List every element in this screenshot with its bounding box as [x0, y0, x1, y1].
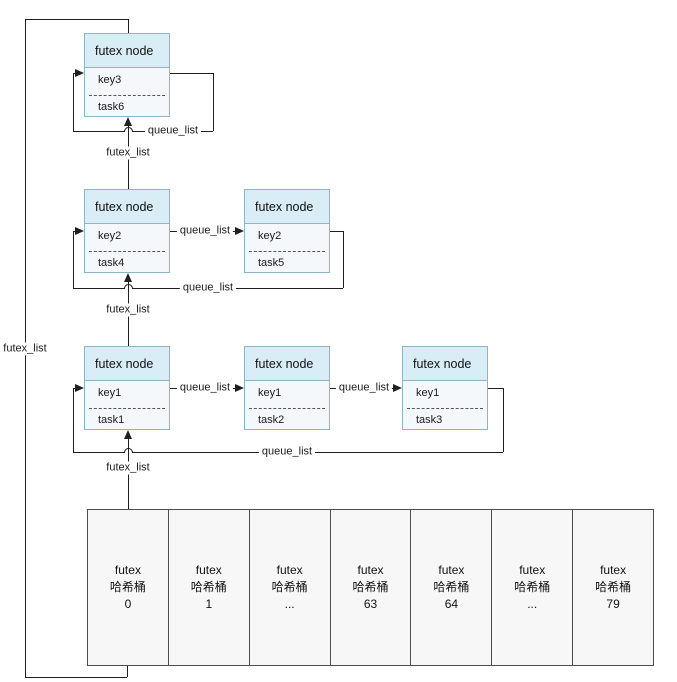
bucket-line: 哈希桶: [514, 580, 551, 594]
bucket-line: 哈希桶: [109, 580, 146, 594]
node-key: key1: [416, 387, 440, 399]
hash-bucket-cell: futex 哈希桶 1: [169, 510, 250, 665]
hash-bucket-cell: futex 哈希桶 ...: [492, 510, 574, 665]
arrowhead-right-icon: [75, 226, 84, 235]
connector-line: [128, 19, 129, 33]
futex-node: futex node key1 task3: [402, 346, 488, 430]
bucket-line: 哈希桶: [190, 580, 227, 594]
arrowhead-right-icon: [393, 383, 402, 392]
node-title: futex node: [85, 34, 169, 68]
connector-line: [330, 231, 343, 232]
bucket-index: 1: [205, 597, 213, 611]
connector-line: [25, 19, 128, 20]
connector-line: [25, 677, 127, 678]
futex-list-label: futex_list: [103, 303, 153, 317]
bucket-line: 哈希桶: [271, 580, 308, 594]
connector-line: [73, 231, 74, 288]
node-separator: [89, 95, 165, 96]
node-key: key2: [98, 230, 122, 242]
node-task: task3: [416, 414, 443, 426]
node-key: key1: [98, 387, 122, 399]
arrowhead-right-icon: [235, 226, 244, 235]
node-title: futex node: [245, 347, 329, 381]
futex-node: futex node key1 task2: [244, 346, 330, 430]
connector-line: [127, 665, 128, 677]
bucket-line: futex: [114, 563, 141, 577]
arrowhead-right-icon: [235, 383, 244, 392]
bucket-line: futex: [519, 563, 546, 577]
bucket-line: futex: [195, 563, 222, 577]
node-key: key1: [258, 387, 282, 399]
hash-bucket-cell: futex 哈希桶 64: [411, 510, 493, 665]
connector-line: [73, 452, 124, 453]
futex-node: futex node key2 task5: [244, 189, 330, 273]
node-task: task4: [98, 257, 125, 269]
connector-line: [73, 388, 74, 452]
connector-line: [132, 288, 343, 289]
node-title: futex node: [403, 347, 487, 381]
node-title: futex node: [245, 190, 329, 224]
connector-line: [132, 452, 503, 453]
node-key: key3: [98, 74, 122, 86]
connector-line: [503, 388, 504, 452]
connector-line: [170, 73, 213, 74]
hash-bucket-cell: futex 哈希桶 ...: [250, 510, 331, 665]
arrowhead-up-icon: [123, 117, 132, 126]
node-separator: [407, 408, 483, 409]
queue-list-label: queue_list: [176, 381, 234, 395]
node-title: futex node: [85, 347, 169, 381]
arrowhead-up-icon: [123, 430, 132, 439]
connector-line: [73, 131, 124, 132]
queue-list-label: queue_list: [258, 445, 316, 459]
hash-bucket-cell: futex 哈希桶 79: [573, 510, 653, 665]
connector-line: [488, 388, 503, 389]
node-separator: [89, 408, 165, 409]
connector-line: [343, 231, 344, 288]
queue-list-label: queue_list: [176, 224, 234, 238]
queue-list-label: queue_list: [335, 381, 393, 395]
bucket-line: futex: [600, 563, 627, 577]
bucket-index: 79: [606, 597, 620, 611]
node-task: task5: [258, 257, 285, 269]
bucket-line: futex: [357, 563, 384, 577]
bucket-index: 64: [444, 597, 459, 611]
futex-node: futex node key2 task4: [84, 189, 170, 273]
futex-list-label: futex_list: [0, 342, 50, 356]
arrowhead-up-icon: [123, 273, 132, 282]
connector-line: [73, 73, 74, 131]
node-separator: [89, 251, 165, 252]
bucket-line: 哈希桶: [433, 580, 470, 594]
queue-list-label: queue_list: [179, 281, 237, 295]
connector-line: [213, 73, 214, 131]
bucket-index: ...: [527, 597, 538, 611]
node-task: task6: [98, 101, 125, 113]
hash-bucket-cell: futex 哈希桶 63: [331, 510, 412, 665]
futex-hash-bucket-array: futex 哈希桶 0 futex 哈希桶 1 futex 哈希桶 ... fu…: [87, 509, 654, 666]
node-separator: [249, 251, 325, 252]
connector-line: [73, 288, 124, 289]
hash-bucket-cell: futex 哈希桶 0: [88, 510, 169, 665]
bucket-index: 63: [363, 597, 378, 611]
bucket-line: 哈希桶: [595, 580, 632, 594]
bucket-line: futex: [438, 563, 465, 577]
node-key: key2: [258, 230, 282, 242]
futex-node: futex node key3 task6: [84, 33, 170, 117]
queue-list-label: queue_list: [144, 124, 202, 138]
arrowhead-right-icon: [75, 68, 84, 77]
futex-list-label: futex_list: [103, 146, 153, 160]
bucket-index: ...: [284, 597, 295, 611]
node-separator: [249, 408, 325, 409]
bucket-index: 0: [124, 597, 132, 611]
bucket-line: futex: [276, 563, 303, 577]
arrowhead-right-icon: [75, 383, 84, 392]
node-task: task2: [258, 414, 285, 426]
futex-list-label: futex_list: [103, 461, 153, 475]
node-task: task1: [98, 414, 125, 426]
futex-node: futex node key1 task1: [84, 346, 170, 430]
bucket-line: 哈希桶: [352, 580, 389, 594]
node-title: futex node: [85, 190, 169, 224]
